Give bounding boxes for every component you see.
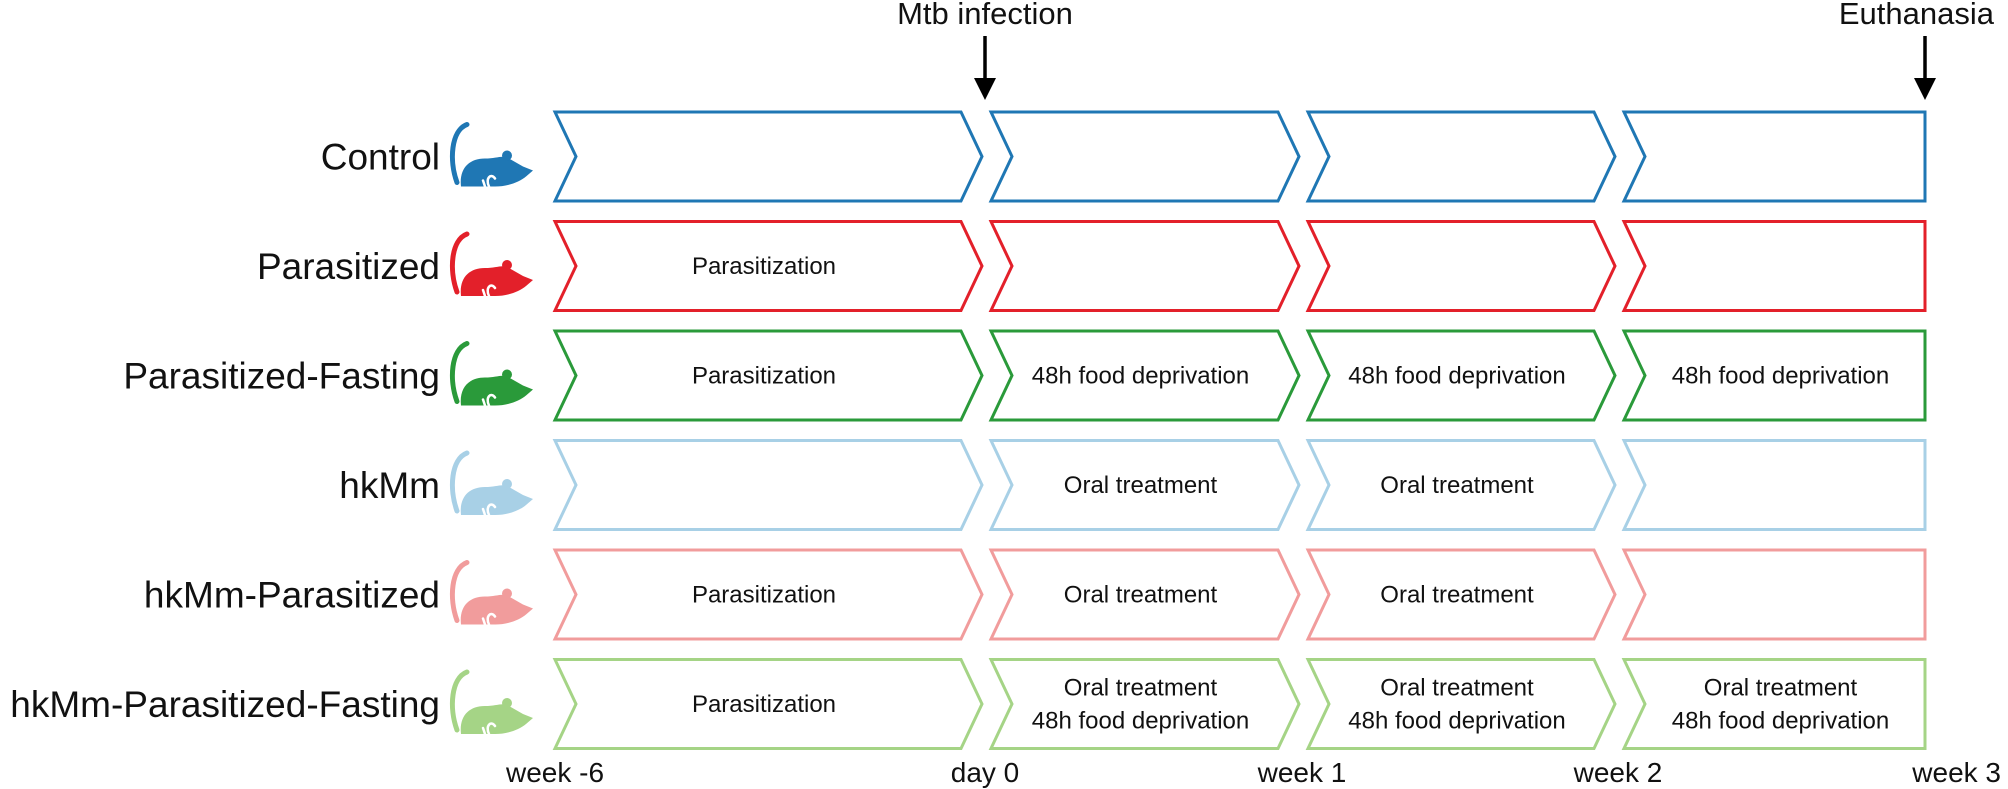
segment-text: 48h food deprivation (1348, 363, 1566, 390)
segment-day-0 (988, 110, 1301, 203)
chevron-shape (552, 658, 984, 750)
chevron-shape (1305, 548, 1617, 641)
segment-week-6 (552, 110, 984, 203)
chevron-shape (1305, 658, 1617, 750)
segment-week-2 (1621, 220, 1927, 312)
segment-text: Parasitization (692, 691, 836, 718)
chevron-shape (988, 110, 1301, 203)
segment-text: 48h food deprivation (1348, 708, 1566, 735)
event-arrow-head (1914, 78, 1936, 100)
chevron-shape (988, 329, 1301, 422)
chevron-shape (1621, 329, 1927, 422)
group-row-control: Control (321, 110, 1927, 203)
segment-text: 48h food deprivation (1032, 363, 1250, 390)
event-label: Euthanasia (1839, 0, 1995, 31)
group-row-hkmm-parasitized: hkMm-Parasitized Parasitization Oral treat… (144, 548, 1927, 641)
chevron-shape (1621, 220, 1927, 312)
tick-week-2: week 2 (1573, 757, 1663, 788)
segment-day-0: Oral treatment (988, 439, 1301, 531)
segment-day-0: 48h food deprivation (988, 329, 1301, 422)
segment-text: 48h food deprivation (1672, 363, 1890, 390)
segment-day-0: Oral treatment 48h food deprivation (988, 658, 1301, 750)
group-label: hkMm-Parasitized (144, 575, 440, 616)
event-euthanasia: Euthanasia (1839, 0, 1995, 100)
event-mtb-infection: Mtb infection (897, 0, 1073, 100)
segment-week-1: 48h food deprivation (1305, 329, 1617, 422)
chevron-shape (1305, 110, 1617, 203)
mouse-icon (449, 450, 533, 517)
chevron-shape (988, 220, 1301, 312)
segment-text: Parasitization (692, 582, 836, 609)
group-label: Parasitized (257, 246, 440, 287)
chevron-shape (1621, 658, 1927, 750)
tick-week-1: week 1 (1257, 757, 1347, 788)
segment-week-1: Oral treatment (1305, 548, 1617, 641)
chevron-shape (988, 658, 1301, 750)
segment-week-1: Oral treatment (1305, 439, 1617, 531)
segment-week-6: Parasitization (552, 658, 984, 750)
segment-week-2 (1621, 110, 1927, 203)
tick-day-0: day 0 (951, 757, 1020, 788)
events-layer: Mtb infection Euthanasia (897, 0, 1995, 100)
segment-text: 48h food deprivation (1672, 708, 1890, 735)
chevron-shape (988, 548, 1301, 641)
segment-week-2: 48h food deprivation (1621, 329, 1927, 422)
segment-week-1 (1305, 220, 1617, 312)
chevron-shape (1621, 110, 1927, 203)
chevron-shape (1305, 329, 1617, 422)
event-label: Mtb infection (897, 0, 1073, 31)
segment-text: Oral treatment (1380, 582, 1534, 609)
segment-text: Oral treatment (1380, 675, 1534, 702)
event-arrow-head (974, 78, 996, 100)
chevron-shape (552, 548, 984, 641)
mouse-icon (449, 231, 533, 298)
segment-text: Oral treatment (1064, 675, 1218, 702)
mouse-icon (449, 669, 533, 736)
chevron-shape (552, 110, 984, 203)
segment-text: Oral treatment (1064, 472, 1218, 499)
group-label: Parasitized-Fasting (123, 356, 440, 397)
chevron-shape (1621, 548, 1927, 641)
segment-text: Oral treatment (1064, 582, 1218, 609)
segment-week-2: Oral treatment 48h food deprivation (1621, 658, 1927, 750)
segment-text: Oral treatment (1704, 675, 1858, 702)
segment-week-6 (552, 439, 984, 531)
segment-text: Oral treatment (1380, 472, 1534, 499)
group-label: hkMm (339, 465, 440, 506)
mouse-icon (449, 122, 533, 188)
segment-week-2 (1621, 439, 1927, 531)
chevron-shape (552, 439, 984, 531)
group-row-hkmm-parasitized-fasting: hkMm-Parasitized-Fasting Parasitization Or… (10, 658, 1927, 750)
group-row-hkmm: hkMm Oral treatment Oral treatment (339, 439, 1927, 531)
mouse-icon (449, 341, 533, 407)
chevron-shape (1621, 439, 1927, 531)
segment-week-1: Oral treatment 48h food deprivation (1305, 658, 1617, 750)
segment-week-2 (1621, 548, 1927, 641)
timeline-ticks: week -6 day 0 week 1 week 2 week 3 (505, 757, 2001, 788)
segment-text: 48h food deprivation (1032, 708, 1250, 735)
group-row-parasitized-fasting: Parasitized-Fasting Parasitization 48h foo… (123, 329, 1927, 422)
chevron-shape (552, 220, 984, 312)
group-label: hkMm-Parasitized-Fasting (10, 684, 440, 725)
segment-week-6: Parasitization (552, 220, 984, 312)
segment-day-0 (988, 220, 1301, 312)
chevron-shape (552, 329, 984, 422)
segment-day-0: Oral treatment (988, 548, 1301, 641)
group-label: Control (321, 137, 440, 178)
segment-week-6: Parasitization (552, 329, 984, 422)
chevron-shape (988, 439, 1301, 531)
chevron-shape (1305, 220, 1617, 312)
segment-text: Parasitization (692, 363, 836, 390)
tick-week-6: week -6 (505, 757, 604, 788)
group-row-parasitized: Parasitized Parasitization (257, 220, 1927, 312)
chevron-shape (1305, 439, 1617, 531)
segment-week-6: Parasitization (552, 548, 984, 641)
segment-text: Parasitization (692, 253, 836, 280)
mouse-icon (449, 560, 533, 626)
segment-week-1 (1305, 110, 1617, 203)
tick-week-3: week 3 (1911, 757, 2001, 788)
